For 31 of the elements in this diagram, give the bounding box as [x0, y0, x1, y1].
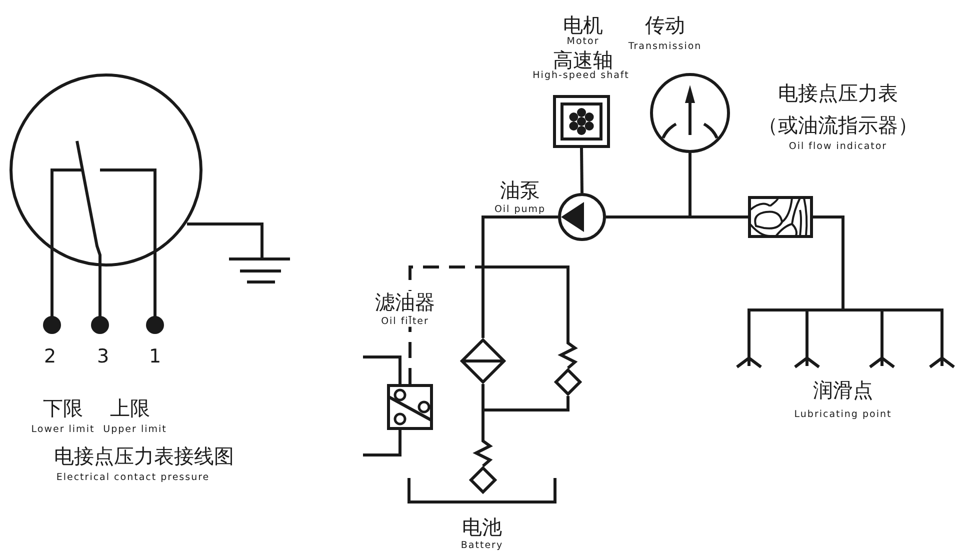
pipe-line: [482, 396, 570, 438]
english-label: Lubricating point: [794, 410, 892, 420]
english-label: High-speed shaft: [532, 70, 630, 82]
english-caption: Electrical contact pressure: [56, 472, 210, 484]
chinese-label: 下限: [43, 397, 83, 419]
english-label: Motor: [566, 36, 600, 48]
chinese-label: 传动: [645, 14, 685, 36]
wire: [363, 356, 402, 384]
english-label: Oil flow indicator: [788, 142, 888, 152]
terminal-number: 2: [44, 346, 56, 368]
pipe-line: [580, 148, 584, 194]
chinese-label: 滤油器: [375, 291, 435, 313]
english-label: Oil pump: [494, 204, 546, 216]
chinese-label: 电接点压力表（或油流指示器）: [757, 80, 919, 139]
chinese-label: 高速轴: [553, 49, 613, 71]
terminal-number: 1: [148, 346, 162, 368]
wire: [363, 430, 402, 456]
chinese-label: 油泵: [500, 179, 540, 201]
chinese-label: 上限: [110, 397, 150, 419]
english-label: Oil filter: [381, 316, 429, 328]
english-label: Battery: [460, 540, 504, 552]
terminal-number: 3: [96, 346, 110, 368]
chinese-caption: 电接点压力表接线图: [54, 445, 234, 467]
dashed-pilot-line: [408, 216, 558, 384]
chinese-label: 电机: [563, 14, 603, 36]
english-label: Lower limit: [31, 424, 95, 436]
pipe-line: [813, 216, 944, 352]
chinese-label: 电池: [462, 516, 502, 538]
chinese-label: 润滑点: [813, 379, 873, 401]
english-label: Upper limit: [103, 424, 167, 436]
english-label: Transmission: [628, 42, 702, 52]
